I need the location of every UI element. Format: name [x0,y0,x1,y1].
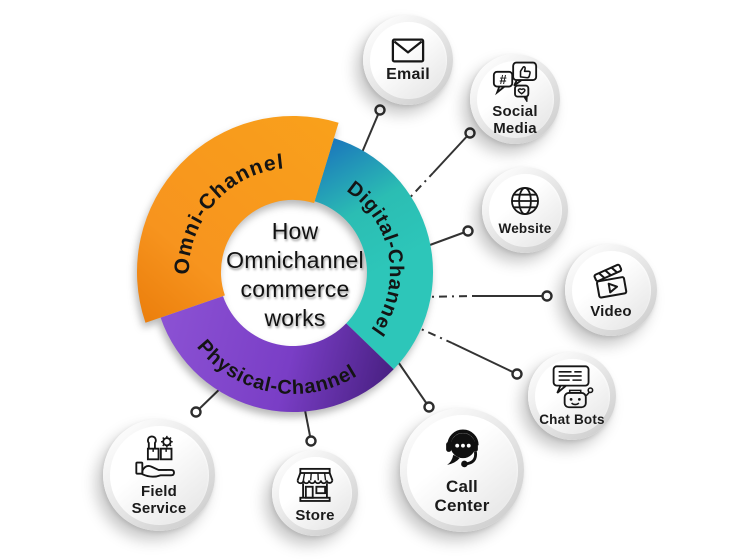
satellite-video-label: Video [590,302,632,320]
call-center-icon [437,425,487,475]
marker-store [305,435,317,447]
connector-chat-bots [451,342,518,375]
svg-text:#: # [499,72,506,87]
marker-email [374,104,386,116]
chat-bots-icon [549,364,595,410]
connector-markers [190,104,553,447]
satellite-website-label: Website [498,221,552,237]
marker-video [541,290,553,302]
diagram-title: How Omnichannel commerce works [226,218,364,331]
donut-ring [136,115,434,413]
segment-physical-channel [160,296,394,413]
satellite-store-face: Store [278,456,352,530]
satellite-call-center-face: Call Center [406,414,518,526]
satellite-video: Video [565,244,657,336]
satellite-email: Email [363,15,453,105]
marker-website [462,225,474,237]
marker-field-service [190,406,202,418]
segment-omni-channel [136,115,339,323]
segment-digital-channel [314,138,434,370]
video-icon [590,260,632,302]
satellite-email-face: Email [369,21,447,99]
satellite-website: Website [482,167,568,253]
satellite-website-face: Website [488,173,562,247]
satellite-email-label: Email [386,65,430,83]
satellite-store: Store [272,450,358,536]
satellite-chat-bots-label: Chat Bots [539,412,605,428]
marker-chat-bots [511,368,523,380]
connector-video-dashed [418,295,473,298]
satellite-social-media-face: # Social Media [476,60,554,138]
social-media-icon: # [492,60,538,103]
connector-social-media [432,132,471,174]
marker-social-media [464,127,476,139]
website-icon [507,183,543,219]
satellite-social-media-label: Social Media [492,103,538,137]
satellite-call-center: Call Center [400,408,524,532]
email-icon [391,37,425,64]
satellite-store-label: Store [295,506,335,524]
store-icon [293,462,337,506]
satellite-field-service-label: Field Service [131,483,187,517]
satellite-field-service-face: Field Service [109,425,209,525]
marker-call-center [423,401,435,413]
satellite-chat-bots-face: Chat Bots [534,358,610,434]
satellite-call-center-label: Call Center [434,476,490,515]
satellite-chat-bots: Chat Bots [528,352,616,440]
satellite-social-media: # Social Media [470,54,560,144]
satellite-video-face: Video [571,250,651,330]
satellite-field-service: Field Service [103,419,215,531]
field-service-icon [134,432,184,482]
